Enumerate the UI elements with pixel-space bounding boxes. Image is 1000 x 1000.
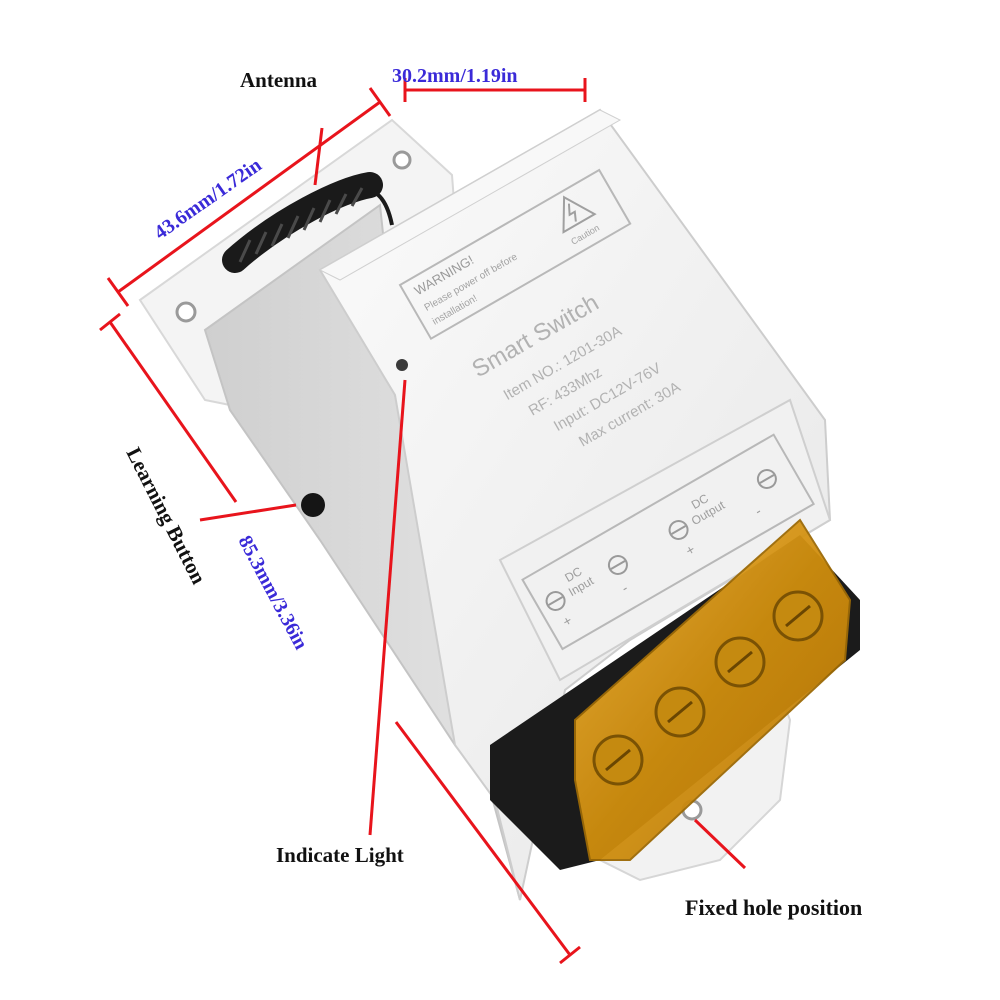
antenna-label: Antenna	[240, 68, 318, 92]
learning-button-callout-line	[199, 503, 297, 522]
indicator-led-icon	[396, 359, 408, 371]
screw-terminal-icon	[668, 520, 689, 540]
housing	[203, 108, 832, 901]
width-dimension-line	[117, 100, 381, 294]
learning-button-icon[interactable]	[301, 493, 325, 517]
length-dimension-text: 85.3mm/3.36in	[234, 532, 312, 653]
mount-hole-icon	[392, 150, 412, 170]
length-dimension-line-upper	[108, 321, 238, 503]
antenna-callout-line	[313, 127, 324, 186]
mount-hole-icon	[175, 301, 197, 323]
length-dimension-line-lower	[394, 721, 572, 956]
callout-lines	[99, 78, 747, 965]
antenna-coil-icon	[222, 172, 394, 273]
terminal-block	[490, 518, 860, 870]
learning-button-label: Learning Button	[122, 443, 212, 588]
screw-terminal-icon	[756, 469, 777, 489]
screw-terminal-icon	[545, 591, 566, 611]
depth-dimension-text: 30.2mm/1.19in	[392, 65, 518, 87]
indicate-light-label: Indicate Light	[276, 843, 404, 867]
fixed-hole-label: Fixed hole position	[685, 895, 862, 920]
indicate-light-callout-line	[368, 379, 407, 836]
screw-terminal-icon	[607, 555, 628, 575]
fixed-hole-callout-line	[693, 818, 747, 870]
